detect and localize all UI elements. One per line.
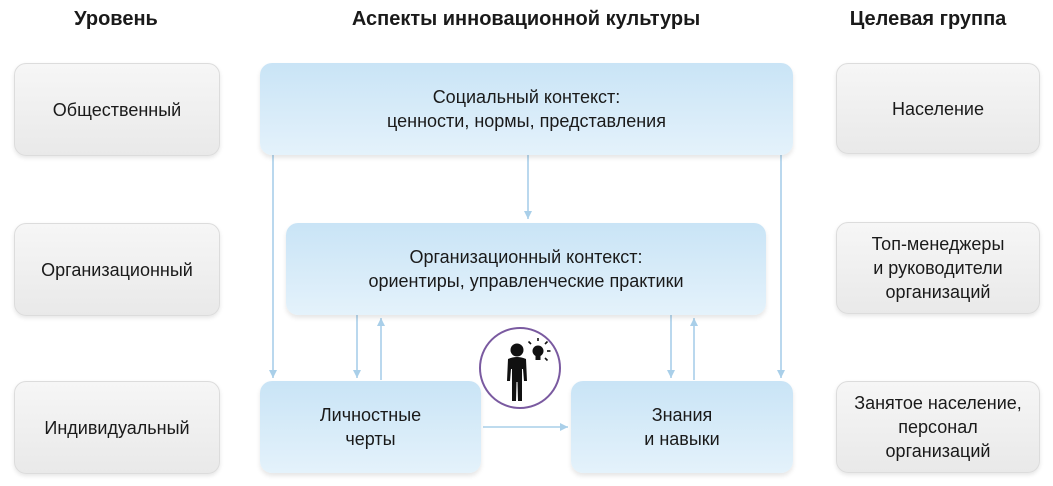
target-employed: Занятое население, персонал организаций xyxy=(836,381,1040,473)
aspect-knowledge: Знания и навыки xyxy=(571,381,793,473)
level-social: Общественный xyxy=(14,63,220,156)
aspect-org-context: Организационный контекст: ориентиры, упр… xyxy=(286,223,766,315)
level-individual: Индивидуальный xyxy=(14,381,220,474)
header-target-group: Целевая группа xyxy=(849,8,1007,30)
level-individual-label: Индивидуальный xyxy=(44,417,190,438)
level-organizational: Организационный xyxy=(14,223,220,316)
aspect-org-context-label: Организационный контекст: ориентиры, упр… xyxy=(368,247,684,291)
header-level: Уровень xyxy=(74,8,158,30)
target-population: Население xyxy=(836,63,1040,154)
aspect-personality-label: Личностные черты xyxy=(319,405,422,449)
lightbulb-icon xyxy=(527,338,551,362)
aspect-social-context: Социальный контекст: ценности, нормы, пр… xyxy=(260,63,793,155)
level-social-label: Общественный xyxy=(52,99,182,120)
person-with-lightbulb-icon xyxy=(479,327,561,409)
target-employed-label: Занятое население, персонал организаций xyxy=(854,393,1022,461)
target-managers-label: Топ-менеджеры и руководители организаций xyxy=(871,234,1005,302)
aspect-personality: Личностные черты xyxy=(260,381,481,473)
level-organizational-label: Организационный xyxy=(41,259,193,280)
person-icon xyxy=(507,338,551,401)
target-managers: Топ-менеджеры и руководители организаций xyxy=(836,222,1040,314)
aspect-social-context-label: Социальный контекст: ценности, нормы, пр… xyxy=(387,87,666,131)
aspect-knowledge-label: Знания и навыки xyxy=(644,405,720,449)
target-population-label: Население xyxy=(892,98,984,119)
header-aspects: Аспекты инновационной культуры xyxy=(351,8,701,30)
